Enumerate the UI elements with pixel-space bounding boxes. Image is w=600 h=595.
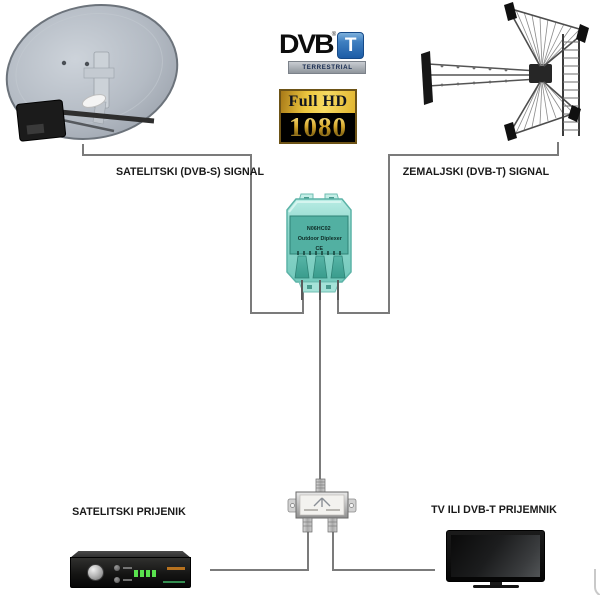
tv-stand-neck: [489, 582, 502, 585]
registered-mark: ®: [331, 32, 337, 38]
fullhd-1080-logo: Full HD 1080: [279, 89, 357, 144]
tv-stand-base: [472, 585, 519, 588]
receiver-button: [114, 565, 120, 571]
fullhd-text: Full HD: [288, 93, 348, 110]
splitter-device: [287, 478, 357, 533]
satellite-signal-label: SATELITSKI (DVB-S) SIGNAL: [115, 166, 264, 178]
tv-screen: [451, 535, 540, 577]
terrestrial-signal-label: ZEMALJSKI (DVB-T) SIGNAL: [402, 166, 550, 178]
dish-feed-bracket: [61, 51, 115, 125]
receiver-top-face: [70, 551, 191, 558]
dvbt-subtitle: TERRESTRIAL: [301, 64, 353, 71]
receiver-button-label: [123, 567, 132, 569]
dvbt-brand-text: DVB: [278, 29, 335, 59]
satellite-receiver-image: [70, 551, 191, 593]
fullhd-1080-text: 1080: [289, 112, 347, 142]
tv-receiver-label: TV ILI DVB-T PRIJEMNIK: [431, 504, 557, 516]
dvbt-letter: T: [344, 34, 357, 56]
terrestrial-antenna-image: [421, 2, 589, 141]
receiver-button-label: [123, 579, 132, 581]
dvbt-terrestrial-bar: TERRESTRIAL: [288, 61, 366, 74]
fullhd-top-band: Full HD: [281, 91, 355, 113]
receiver-knob: [87, 564, 104, 581]
dvbt-t-square: T: [337, 32, 365, 59]
receiver-button: [114, 577, 120, 583]
receiver-model-mark: [163, 581, 185, 583]
dvbt-logo: DVB ® T TERRESTRIAL: [274, 31, 369, 77]
tv-bezel: [446, 530, 545, 582]
receiver-brand-mark: [167, 567, 185, 570]
satellite-dish-image: [5, 4, 179, 142]
lnb-arm: [16, 94, 155, 142]
tv-image: [446, 530, 545, 591]
fullhd-bottom-band: 1080: [281, 113, 355, 142]
diplexer-device: [286, 193, 352, 300]
receiver-front-panel: [70, 557, 191, 588]
receiver-led-display: [134, 570, 156, 577]
frame-corner-artifact: [594, 569, 600, 595]
satellite-receiver-label: SATELITSKI PRIJENIK: [72, 506, 186, 518]
